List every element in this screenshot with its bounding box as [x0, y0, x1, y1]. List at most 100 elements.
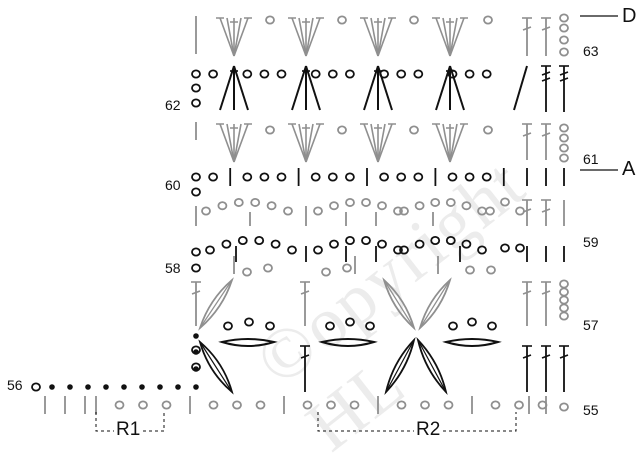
shell-stitch-symbol [370, 123, 379, 163]
shell-stitch-symbol [435, 123, 451, 163]
chain-stitch-symbol [467, 317, 477, 327]
shell-stitch-symbol [233, 123, 242, 163]
double-crochet-cross-bar [522, 132, 532, 137]
chain-stitch-symbol [161, 400, 172, 410]
chain-stitch-symbol [321, 267, 331, 277]
chain-stitch-symbol [242, 267, 252, 277]
row-label-55: 55 [583, 402, 599, 418]
shell-stitch-symbol [291, 17, 307, 57]
treble-crochet-cross-bar [541, 77, 551, 82]
chain-stitch-symbol [445, 197, 456, 207]
chain-stitch-symbol [191, 172, 201, 182]
chain-stitch-symbol [259, 172, 270, 182]
slip-stitch-symbol [121, 384, 127, 390]
chain-stitch-symbol [477, 245, 487, 255]
slip-stitch-symbol [85, 384, 91, 390]
chain-stitch-symbol [430, 197, 441, 207]
row-label-56: 56 [7, 377, 23, 393]
chain-stitch-symbol [413, 69, 424, 79]
shell-stitch-symbol [219, 123, 235, 163]
chain-stitch-symbol [559, 303, 569, 313]
chain-stitch-symbol [464, 172, 475, 182]
double-crochet-cross-bar [559, 354, 569, 359]
double-crochet-cross-bar [522, 26, 532, 31]
chain-stitch-symbol [559, 13, 569, 23]
shell-stitch-symbol [435, 17, 451, 57]
chain-stitch-symbol [208, 69, 219, 79]
flat-puff-symbol [442, 338, 502, 347]
shell-stitch-symbol [305, 17, 321, 57]
slip-stitch-symbol [103, 384, 109, 390]
chain-stitch-symbol [223, 321, 233, 331]
row-label-60: 60 [165, 177, 181, 193]
chain-stitch-symbol [559, 287, 569, 297]
chain-stitch-symbol [138, 400, 148, 410]
puff-leaf-midline [199, 341, 233, 393]
slip-stitch-symbol [193, 333, 199, 339]
row-label-61: 61 [583, 151, 599, 167]
chain-stitch-symbol [481, 69, 492, 79]
flat-puff-symbol [218, 338, 278, 347]
row-56-stitches [31, 333, 569, 396]
chain-stitch-symbol [377, 201, 387, 211]
chain-stitch-symbol [559, 143, 569, 153]
shell-stitch-symbol [449, 17, 465, 57]
marker-d: D [622, 5, 637, 27]
treble-crochet-cross-bar [559, 71, 569, 76]
chain-stitch-symbol [313, 245, 323, 255]
chain-stitch-symbol [477, 206, 487, 216]
shell-stitch-symbol [233, 17, 249, 57]
row-label-63: 63 [583, 43, 599, 59]
double-crochet-cross-bar [191, 290, 201, 295]
row-label-62: 62 [165, 97, 181, 113]
row-58-stitches [191, 256, 569, 331]
chain-stitch-symbol [205, 245, 215, 255]
chain-stitch-symbol [242, 69, 253, 79]
row-label-58: 58 [165, 260, 181, 276]
chain-stitch-symbol [263, 263, 273, 273]
chain-stitch-symbol [414, 239, 425, 249]
chain-stitch-symbol [409, 15, 419, 25]
chain-stitch-symbol [191, 69, 201, 79]
chain-stitch-symbol [342, 263, 352, 273]
chain-stitch-symbol [361, 197, 371, 207]
chain-stitch-symbol [244, 317, 254, 327]
chain-stitch-symbol [430, 235, 441, 245]
row-61-stitches [191, 168, 565, 197]
cluster-stitch-symbol [435, 65, 451, 111]
shell-stitch-symbol [370, 17, 379, 57]
chain-stitch-symbol [242, 172, 253, 182]
slip-stitch-symbol [175, 384, 181, 390]
chain-stitch-symbol [420, 400, 430, 410]
chain-stitch-symbol [313, 206, 323, 216]
chain-stitch-symbol [393, 206, 403, 216]
chain-stitch-symbol [559, 133, 569, 143]
chain-stitch-symbol [464, 69, 475, 79]
shell-stitch-symbol [298, 17, 307, 57]
chain-stitch-symbol [191, 247, 201, 257]
shell-stitch-symbol [363, 123, 379, 163]
chain-stitch-symbol [337, 125, 347, 135]
chain-stitch-symbol [344, 69, 355, 79]
chain-stitch-symbol [481, 172, 492, 182]
chain-stitch-symbol [259, 69, 270, 79]
chain-stitch-symbol [396, 400, 407, 410]
puff-leaf-midline [419, 279, 451, 329]
chain-stitch-symbol [327, 69, 338, 79]
row-label-59: 59 [583, 234, 599, 250]
treble-crochet-cross-bar [559, 77, 569, 82]
puff-leaf-midline [385, 339, 415, 393]
marker-a: A [622, 158, 636, 180]
chart-guides [95, 15, 618, 432]
shell-stitch-symbol [226, 123, 235, 163]
cluster-stitch-symbol [305, 65, 321, 111]
chain-stitch-symbol [217, 201, 228, 211]
chain-stitch-symbol [325, 321, 335, 331]
shell-stitch-symbol [226, 17, 235, 57]
puff-leaf-midline [417, 339, 447, 393]
chain-stitch-symbol [413, 172, 424, 182]
chain-stitch-symbol [31, 382, 41, 392]
chain-stitch-symbol [302, 400, 313, 410]
chain-stitch-symbol [191, 362, 201, 372]
chain-stitch-symbol [361, 235, 371, 245]
